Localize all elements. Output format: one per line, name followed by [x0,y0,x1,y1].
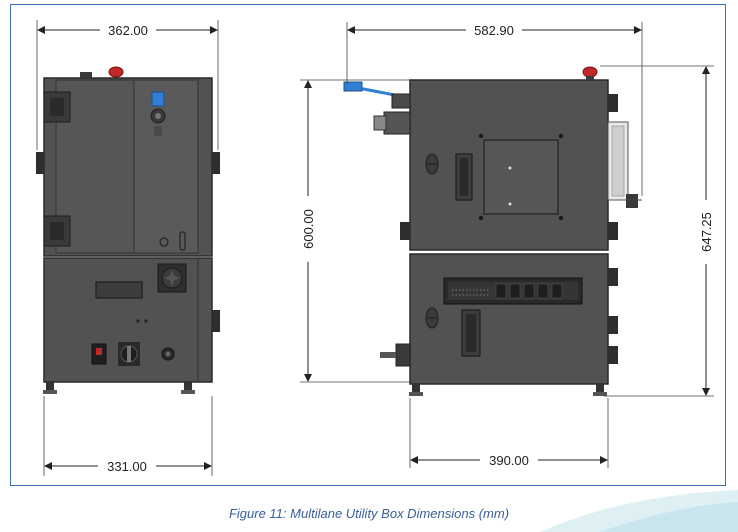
side-height-right-label: 647.25 [699,212,714,252]
display-window [95,281,143,299]
foot-icon [596,384,604,392]
vent-icon [425,153,439,175]
side-handle-icon [212,310,220,332]
side-height-left-label: 600.00 [301,209,316,249]
side-width-bottom-label: 390.00 [489,453,529,468]
inlet-fitting-icon [380,343,411,367]
side-bracket-icon [607,121,642,208]
side-lower-body [409,253,609,385]
latch-icon [608,346,618,364]
latch-icon [608,94,618,112]
latch-icon [608,268,618,286]
front-door-right [133,79,199,254]
figure-caption: Figure 11: Multilane Utility Box Dimensi… [228,506,510,521]
front-width-top-label: 362.00 [108,23,148,38]
front-width-bottom-label: 331.00 [107,459,147,474]
side-height-left-dimension: 600.00 [300,79,410,383]
side-handle-icon [36,152,44,174]
terminal-block-icon [443,277,583,305]
emergency-stop-icon [582,66,598,78]
mounting-plate [483,139,559,215]
door-lock-icon [159,237,169,247]
foot-icon [412,384,420,392]
side-height-right-dimension: 647.25 [600,65,714,397]
decorative-swoosh [540,490,738,532]
ball-valve-icon [343,81,411,135]
latch-icon [608,316,618,334]
side-handle-icon [212,152,220,174]
foot-icon [184,382,192,390]
foot-icon [46,382,54,390]
technical-drawing: 362.00 331.00 [36,20,714,476]
side-width-bottom-dimension: 390.00 [409,398,609,468]
side-width-top-label: 582.90 [474,23,514,38]
emergency-stop-icon [108,66,124,78]
side-view-cabinet [343,66,642,396]
hinge-bottom-icon [43,215,71,247]
valve-icon [150,91,166,136]
door-slot-icon [179,231,186,251]
rotary-switch-icon [118,342,140,366]
hinge-top-icon [43,91,71,123]
front-width-bottom-dimension: 331.00 [43,396,213,476]
front-view-cabinet [36,66,220,394]
vent-icon [425,307,439,329]
fan-icon [157,263,187,293]
latch-icon [400,222,410,240]
side-width-top-dimension: 582.90 [346,22,643,196]
power-switch-icon [91,343,107,365]
front-width-top-dimension: 362.00 [36,20,219,150]
latch-icon [608,222,618,240]
